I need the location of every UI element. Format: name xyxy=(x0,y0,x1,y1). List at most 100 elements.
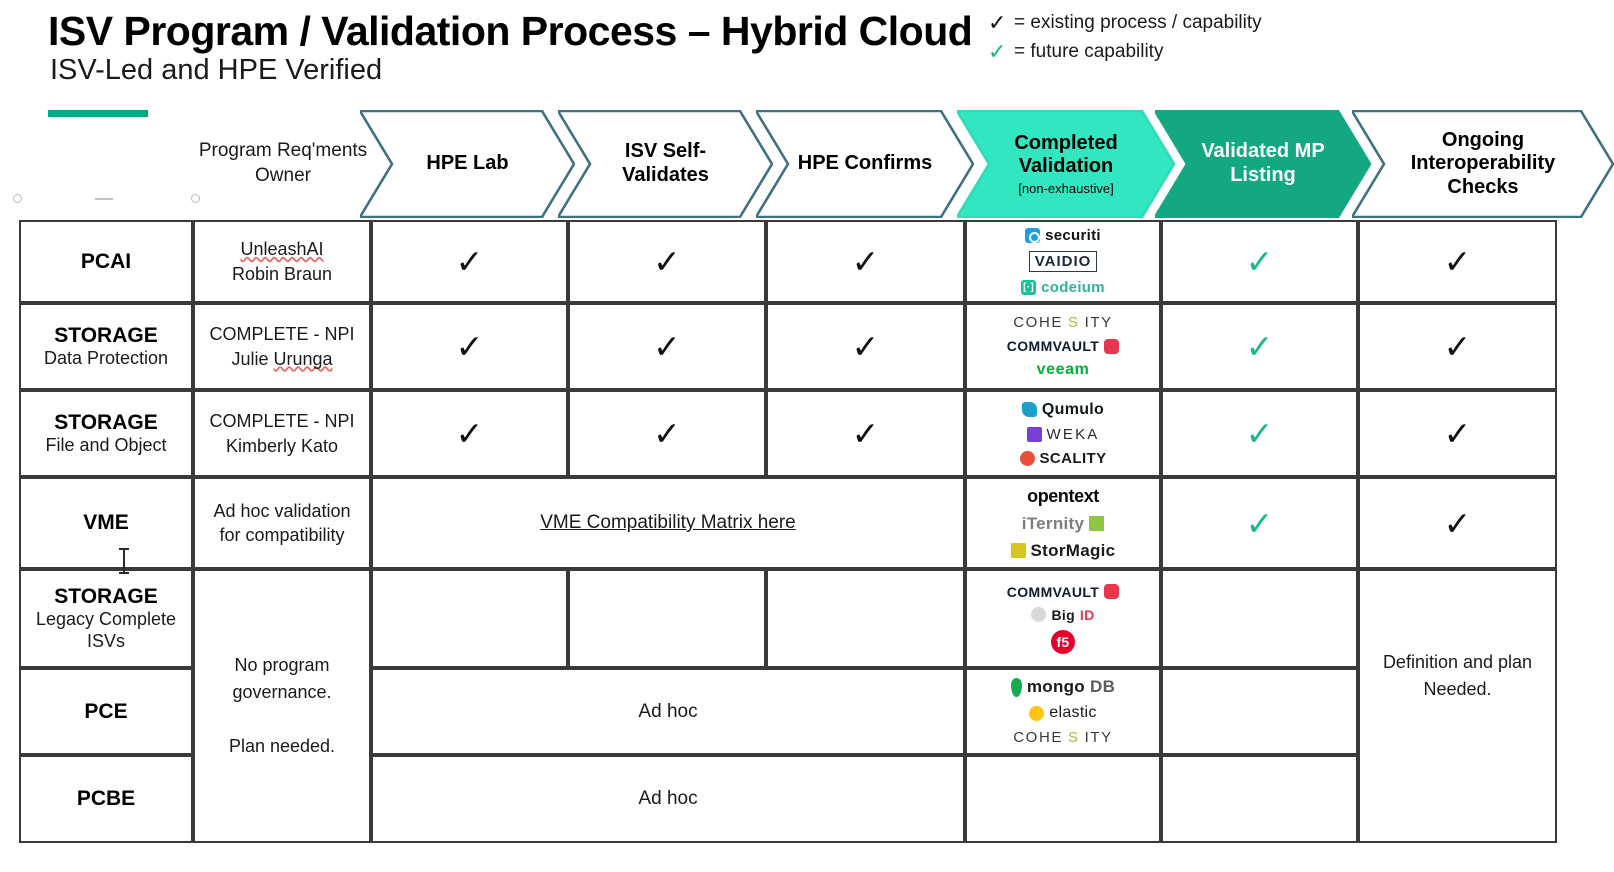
logo-codeium: [·]codeium xyxy=(1021,279,1105,296)
check-icon: ✓ xyxy=(1245,504,1274,542)
chevron-shape-icon xyxy=(1352,110,1614,218)
logo-f5: f5 xyxy=(1051,629,1075,654)
cell-adhoc-merged-pcbe: Ad hoc xyxy=(371,755,965,843)
page-subtitle: ISV-Led and HPE Verified xyxy=(50,54,383,86)
chevron-ongoing-interoperability-checks[interactable]: Ongoing Interoperability Checks xyxy=(1352,110,1614,218)
logo-securiti: securiti xyxy=(1025,227,1101,244)
cell-validated-mp-listing: ✓ xyxy=(1161,390,1358,477)
chevron-line1: ISV Self- xyxy=(624,140,707,163)
owner-cell: Ad hoc validation for compatibility xyxy=(193,477,371,569)
ongoing-note-line1: Definition and plan xyxy=(1382,652,1533,672)
logo-commvault: COMMVAULT xyxy=(1007,584,1120,600)
check-icon: ✓ xyxy=(1443,328,1472,365)
cell-validated-mp-listing: ✓ xyxy=(1161,477,1358,569)
owner-note-line3: Plan needed. xyxy=(228,736,336,756)
cell-validated-mp-listing xyxy=(1161,569,1358,668)
table-row: STORAGE Data Protection xyxy=(19,303,193,390)
table-row: PCAI xyxy=(19,220,193,303)
chevron-shape-icon xyxy=(756,110,974,218)
chevron-shape-icon xyxy=(1155,110,1371,218)
check-icon: ✓ xyxy=(653,415,681,452)
chevron-hpe-confirms-label: HPE Confirms xyxy=(797,152,933,175)
selection-handle-left[interactable] xyxy=(13,194,22,203)
segment-name: STORAGE xyxy=(54,323,158,347)
chevron-validated-mp-listing[interactable]: Validated MP Listing xyxy=(1155,110,1371,218)
cell-validated-mp-listing: ✓ xyxy=(1161,220,1358,303)
check-icon: ✓ xyxy=(988,39,1007,65)
logo-stormagic: StorMagic xyxy=(1010,541,1116,561)
cell-validated-mp-listing xyxy=(1161,668,1358,755)
check-icon: ✓ xyxy=(851,243,880,280)
vme-compatibility-matrix-link[interactable]: VME Compatibility Matrix here xyxy=(540,512,796,533)
chevron-hpe-confirms[interactable]: HPE Confirms xyxy=(756,110,974,218)
segment-name: STORAGE xyxy=(54,584,158,608)
chevron-completed-validation-sublabel: [non-exhaustive] xyxy=(1018,180,1114,196)
chevron-isv-self-validates[interactable]: ISV Self- Validates xyxy=(558,110,773,218)
cell-hpe-lab: ✓ xyxy=(371,303,568,390)
chevron-completed-validation[interactable]: Completed Validation [non-exhaustive] xyxy=(957,110,1175,218)
cell-vme-compatibility-merged: VME Compatibility Matrix here xyxy=(371,477,965,569)
logo-commvault: COMMVAULT xyxy=(1007,338,1120,354)
chevron-hpe-lab[interactable]: HPE Lab xyxy=(360,110,575,218)
cell-hpe-lab xyxy=(371,569,568,668)
check-icon: ✓ xyxy=(1443,415,1472,452)
segment-sub: Data Protection xyxy=(43,348,169,369)
owner-note-merged: No program governance. Plan needed. xyxy=(193,569,371,843)
owner-name-line2: Robin Braun xyxy=(231,263,333,284)
owner-note-line1: No program xyxy=(234,655,330,675)
segment-name: VME xyxy=(83,511,129,535)
chevron-line2: Listing xyxy=(1230,164,1296,186)
chevron-completed-validation-label: Completed Validation [non-exhaustive] xyxy=(1002,132,1129,197)
check-icon: ✓ xyxy=(1245,328,1274,365)
logo-scality: SCALITY xyxy=(1019,450,1107,467)
check-icon: ✓ xyxy=(1443,504,1472,542)
cell-hpe-confirms xyxy=(766,569,965,668)
owner-name-line1: COMPLETE - NPI xyxy=(209,411,355,432)
cell-completed-validation: opentext iTernity StorMagic xyxy=(965,477,1161,569)
logo-list: opentext iTernity StorMagic xyxy=(967,486,1159,561)
check-icon: ✓ xyxy=(1443,243,1472,280)
logo-elastic: elastic xyxy=(1029,704,1096,722)
chevron-shape-icon xyxy=(360,110,575,218)
cell-ongoing-checks: ✓ xyxy=(1358,220,1557,303)
check-icon: ✓ xyxy=(1245,243,1274,280)
legend-item-future-label: = future capability xyxy=(1014,41,1164,62)
chevron-line1: Validated MP xyxy=(1201,140,1325,163)
cell-completed-validation xyxy=(965,755,1161,843)
check-icon: ✓ xyxy=(851,328,880,365)
header-owner-line1: Program Req'ments xyxy=(198,140,368,162)
cell-hpe-confirms: ✓ xyxy=(766,220,965,303)
logo-vaidio: VAIDIO xyxy=(1028,251,1098,272)
validation-matrix-table: PCAI UnleashAI Robin Braun ✓ ✓ ✓ securit… xyxy=(19,220,1557,843)
selection-handle-middle[interactable] xyxy=(95,198,113,200)
cell-ongoing-checks: ✓ xyxy=(1358,303,1557,390)
cell-hpe-lab: ✓ xyxy=(371,390,568,477)
ongoing-checks-note-merged: Definition and plan Needed. xyxy=(1358,569,1557,843)
owner-note-line2: governance. xyxy=(232,682,332,702)
cell-completed-validation: securiti VAIDIO [·]codeium xyxy=(965,220,1161,303)
cell-hpe-confirms: ✓ xyxy=(766,303,965,390)
chevron-validated-mp-listing-label: Validated MP Listing xyxy=(1189,140,1336,187)
cell-isv-self-validates: ✓ xyxy=(568,390,766,477)
check-icon: ✓ xyxy=(455,328,484,365)
legend-item-existing-label: = existing process / capability xyxy=(1014,11,1262,33)
cell-validated-mp-listing: ✓ xyxy=(1161,303,1358,390)
page-title: ISV Program / Validation Process – Hybri… xyxy=(48,8,973,54)
adhoc-label: Ad hoc xyxy=(638,788,698,809)
legend-item-existing: ✓ = existing process / capability xyxy=(988,8,1262,37)
owner-note-line2: for compatibility xyxy=(219,525,345,545)
selection-handle-right[interactable] xyxy=(191,194,200,203)
check-icon: ✓ xyxy=(653,328,681,365)
cell-validated-mp-listing xyxy=(1161,755,1358,843)
check-icon: ✓ xyxy=(455,243,484,280)
logo-opentext: opentext xyxy=(1027,485,1099,506)
